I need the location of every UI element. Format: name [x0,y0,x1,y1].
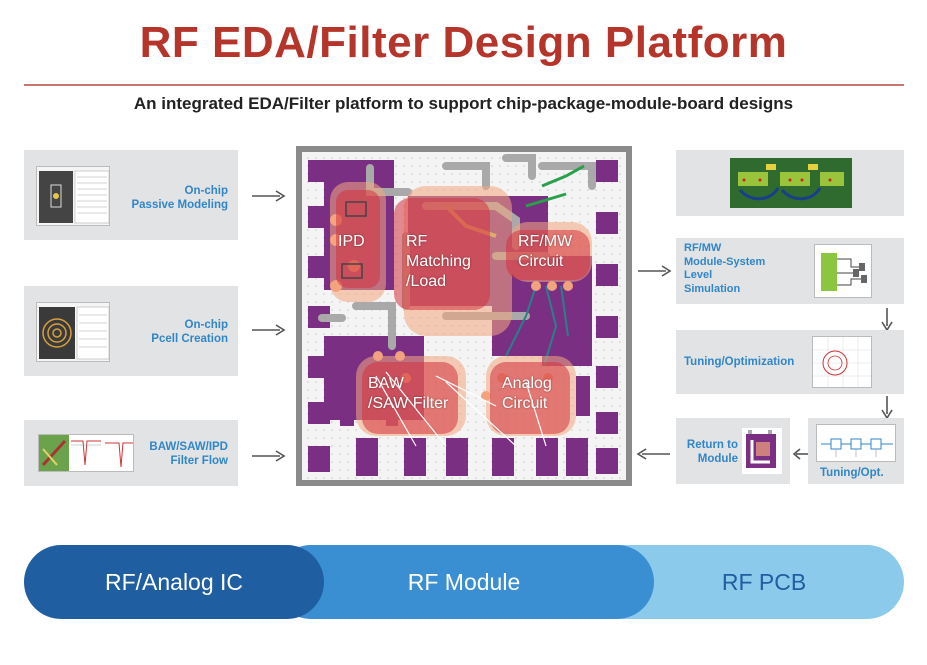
label-line-2: Passive Modeling [131,199,228,211]
region-label-analog-circuit: Analog Circuit [502,374,552,414]
arrow-right-icon [252,190,286,202]
pill-label: RF/Analog IC [104,568,244,595]
card-label-tuning-optimization: Tuning/Optimization [684,355,794,369]
filter-flow-screenshot [38,434,134,472]
region-line: Matching [406,253,471,270]
card-label-pcell-creation: On-chip Pcell Creation [151,318,228,346]
title-divider [24,84,904,86]
region-line: Analog [502,375,552,392]
card-pcell-creation: On-chip Pcell Creation [24,286,238,376]
pill-label: RF Module [407,568,521,595]
label-line: Module [697,453,738,465]
label-line-2: Pcell Creation [151,333,228,345]
arrow-left-icon [636,448,670,460]
arrow-right-icon [638,265,672,277]
region-label-baw-saw: BAW /SAW Filter [368,374,448,414]
label-line: Level [684,269,713,281]
arrow-down-icon [881,396,893,420]
region-line: /Load [406,273,447,290]
label-line-1: BAW/SAW/IPD [149,441,228,453]
card-return-to-module: Return to Module [676,418,790,484]
label-line-1: On-chip [184,319,228,331]
arrow-right-icon [252,324,286,336]
label-line-1: On-chip [184,185,228,197]
page-subtitle: An integrated EDA/Filter platform to sup… [133,94,794,113]
arrow-down-icon [881,308,893,332]
card-label-filter-flow: BAW/SAW/IPD Filter Flow [149,440,228,468]
pill-label: RF PCB [721,568,807,595]
region-line: BAW [368,375,404,392]
chip-layout-graphic [296,146,632,486]
tuning-optimization-screenshot [812,336,872,388]
page-title: RF EDA/Filter Design Platform [139,18,788,67]
card-passive-modeling: On-chip Passive Modeling [24,150,238,240]
chip-layout: IPD RF Matching /Load RF/MW Circuit BAW … [296,146,632,486]
region-label-rf-matching: RF Matching /Load [406,232,471,292]
pcell-creation-screenshot [36,302,110,362]
label-line: Tuning/Opt. [820,467,884,479]
region-label-ipd: IPD [338,232,365,252]
region-line: Circuit [518,253,564,270]
card-tuning-opt-small: Tuning/Opt. [808,418,904,484]
tuning-opt-small-screenshot [816,424,896,462]
region-label-rf-mw-circuit: RF/MW Circuit [518,232,572,272]
card-pcb-layout [676,150,904,216]
region-ipd-text: IPD [338,233,365,250]
design-scope-bar: RF PCB RF Module RF/Analog IC [24,545,904,619]
label-line: Module-System [684,255,766,268]
region-line: RF/MW [518,233,573,250]
arrow-left-icon [792,448,808,460]
pcb-layout-screenshot [730,158,852,208]
region-line: /SAW Filter [368,395,449,412]
card-module-sim: RF/MW Module-System Level Simulation [676,238,904,304]
label-line-2: Filter Flow [170,455,229,467]
pill-rf-analog-ic: RF/Analog IC [24,545,324,619]
card-filter-flow: BAW/SAW/IPD Filter Flow [24,420,238,486]
card-tuning-optimization: Tuning/Optimization [676,330,904,394]
label-line: Return to [686,439,738,451]
label-line: RF/MW [684,242,722,254]
card-label-module-sim: RF/MW Module-System Level Simulation [684,242,765,296]
region-line: RF [406,233,428,250]
passive-modeling-screenshot [36,166,110,226]
card-label-tuning-opt-small: Tuning/Opt. [820,466,884,480]
region-line: Circuit [502,395,548,412]
return-to-module-screenshot [742,428,782,474]
card-label-passive-modeling: On-chip Passive Modeling [131,184,228,212]
label-line: Simulation [684,282,741,295]
pill-rf-module: RF Module [274,545,654,619]
label-line: Tuning/Optimization [684,356,795,368]
module-sim-screenshot [814,244,872,298]
card-label-return-to-module: Return to Module [682,438,738,466]
arrow-right-icon [252,450,286,462]
